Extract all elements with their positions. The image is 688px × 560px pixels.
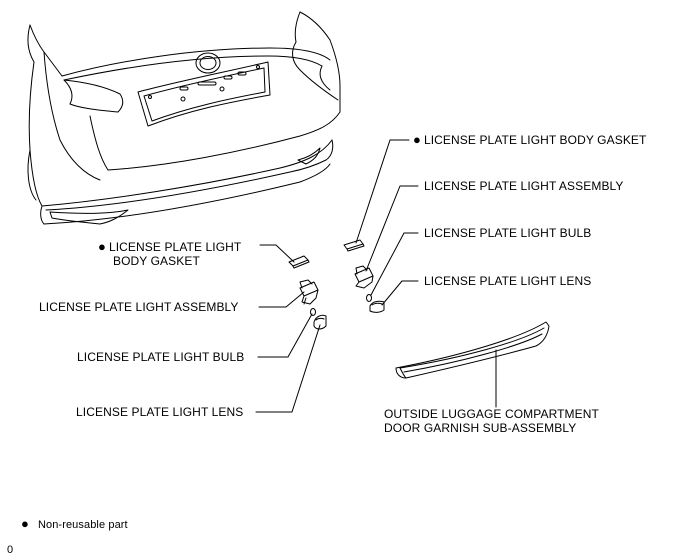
assembly-right-part <box>354 265 374 289</box>
vehicle-rear-illustration <box>27 11 341 225</box>
label-gasket-right-text: LICENSE PLATE LIGHT BODY GASKET <box>423 133 647 147</box>
lens-right-part <box>369 300 385 313</box>
assembly-left-part <box>299 279 319 305</box>
garnish-part <box>395 321 550 379</box>
bulb-left-part <box>310 308 316 316</box>
label-garnish-line2: DOOR GARNISH SUB-ASSEMBLY <box>384 421 577 435</box>
label-lens-right: LICENSE PLATE LIGHT LENS <box>424 274 592 288</box>
legend-text: Non-reusable part <box>37 519 128 531</box>
lens-left-part <box>313 314 327 330</box>
label-garnish-line1: OUTSIDE LUGGAGE COMPARTMENT <box>384 407 599 421</box>
label-gasket-left-line1: LICENSE PLATE LIGHT <box>108 240 242 254</box>
bulb-right-part <box>366 294 372 302</box>
non-reusable-bullet-icon: ● <box>413 132 421 147</box>
label-assembly-right: LICENSE PLATE LIGHT ASSEMBLY <box>424 179 624 193</box>
figure-code: 0 <box>7 544 14 556</box>
label-gasket-right: ●LICENSE PLATE LIGHT BODY GASKET <box>413 132 647 148</box>
label-bulb-left: LICENSE PLATE LIGHT BULB <box>77 350 245 364</box>
label-gasket-left: ●LICENSE PLATE LIGHT <box>98 239 242 255</box>
non-reusable-bullet-icon: ● <box>21 516 29 531</box>
gasket-right-part <box>343 239 365 252</box>
label-lens-left: LICENSE PLATE LIGHT LENS <box>76 405 244 419</box>
gasket-left-part <box>288 255 310 269</box>
label-gasket-left-line2: BODY GASKET <box>113 254 200 268</box>
leader-lines <box>255 139 497 413</box>
label-assembly-left: LICENSE PLATE LIGHT ASSEMBLY <box>39 300 239 314</box>
label-bulb-right: LICENSE PLATE LIGHT BULB <box>424 226 592 240</box>
non-reusable-bullet-icon: ● <box>98 239 106 254</box>
legend-non-reusable: ● Non-reusable part <box>21 517 128 532</box>
